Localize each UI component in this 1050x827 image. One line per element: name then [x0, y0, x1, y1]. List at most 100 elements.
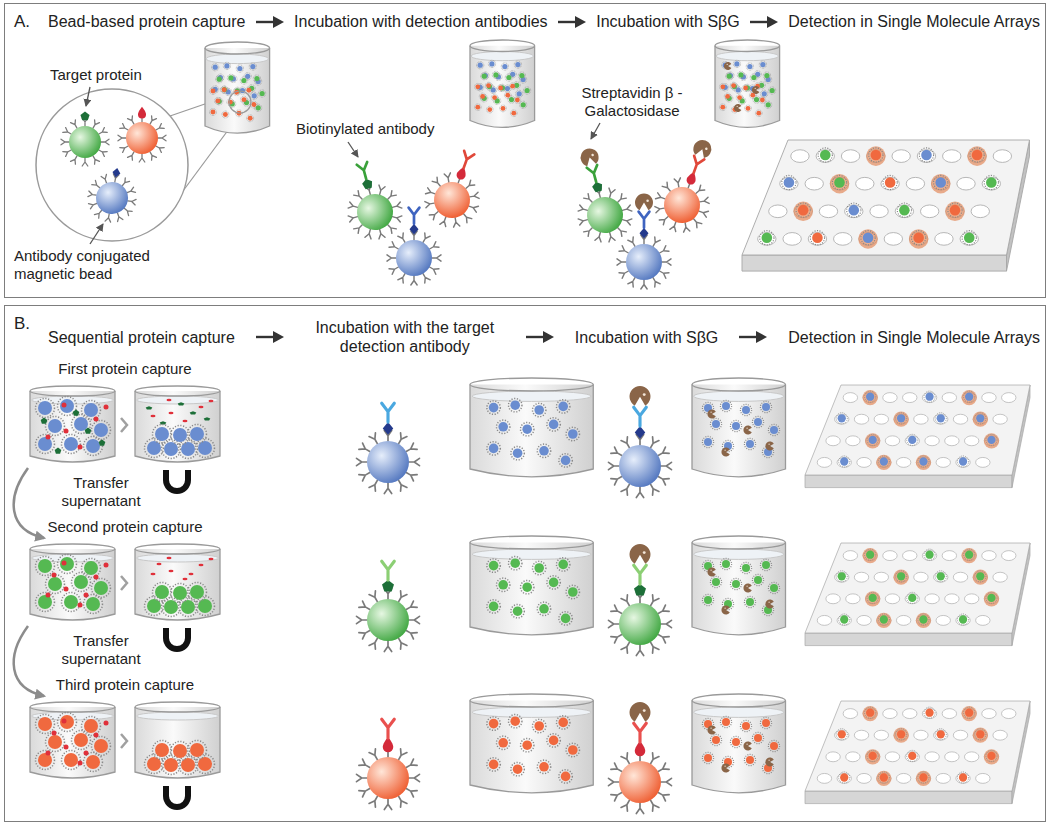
capture-row — [634, 723, 647, 742]
callout-label: Antibody conjugated magnetic bead — [14, 247, 164, 283]
simoa-array — [832, 175, 846, 189]
sample-beaker — [205, 42, 270, 133]
capture-row — [121, 734, 127, 748]
step-arrow — [575, 16, 586, 28]
capture-row — [30, 702, 115, 778]
zoom-inset — [61, 112, 109, 166]
simoa-array — [847, 203, 861, 217]
zoom-inset — [36, 89, 188, 241]
transfer-label: Transfer supernatant — [52, 474, 150, 510]
capture-row — [635, 426, 646, 439]
capture-row — [609, 702, 672, 813]
step-arrow — [543, 331, 554, 343]
leader-arrow — [348, 142, 358, 157]
sample-beaker — [470, 40, 535, 127]
simoa-array — [818, 148, 832, 162]
capture-row — [166, 470, 188, 491]
capture-row — [135, 702, 220, 778]
capture-row — [30, 536, 1030, 656]
capture-row — [357, 431, 420, 494]
capture-row — [805, 543, 1030, 646]
simoa-array — [948, 203, 962, 217]
simoa-array — [984, 175, 998, 189]
capture-row — [609, 593, 672, 656]
bead-complex — [617, 193, 671, 289]
bead-complex — [691, 138, 714, 160]
bead-complex — [336, 143, 495, 285]
simoa-array — [919, 148, 933, 162]
step-arrow — [526, 330, 554, 344]
capture-row — [135, 386, 220, 462]
simoa-array — [970, 148, 984, 162]
simoa-array — [931, 174, 951, 194]
capture-row — [36, 397, 111, 456]
capture-row — [382, 561, 395, 580]
bead-complex — [689, 156, 705, 175]
capture-row — [357, 561, 420, 651]
capture-row — [707, 568, 715, 577]
step-heading: Detection in Single Molecule Arrays — [788, 12, 1040, 31]
simoa-array — [742, 140, 1030, 271]
sample-beaker — [715, 40, 780, 127]
capture-row — [765, 758, 773, 767]
step-arrow — [750, 20, 769, 22]
capture-row — [383, 422, 394, 435]
simoa-array — [962, 231, 976, 245]
simoa-array — [858, 229, 878, 249]
bead-complex — [417, 165, 486, 234]
capture-row — [765, 442, 773, 451]
bead-complex — [357, 162, 372, 180]
bead-complex — [455, 165, 468, 180]
step-arrow — [767, 16, 778, 28]
capture-row — [145, 425, 215, 459]
bead-complex — [336, 156, 408, 245]
bead-complex — [685, 170, 698, 185]
transfer-arrow — [14, 468, 44, 538]
step-arrow — [256, 20, 275, 22]
step-arrow — [739, 330, 767, 344]
capture-row — [357, 403, 420, 493]
capture-row — [487, 398, 580, 467]
sample-beaker — [722, 60, 772, 97]
simoa-array — [760, 231, 774, 245]
step-arrow — [526, 336, 545, 338]
bead-complex — [591, 181, 603, 193]
bead-complex — [639, 212, 650, 228]
zoom-inset — [61, 118, 109, 166]
capture-row — [805, 543, 1030, 646]
zoom-inset — [138, 107, 146, 119]
simoa-array — [830, 174, 850, 194]
step-arrow — [256, 15, 284, 29]
capture-row — [470, 378, 593, 477]
capture-row — [634, 584, 646, 595]
capture-row — [121, 576, 127, 590]
zoom-inset — [84, 170, 140, 226]
capture-row — [30, 694, 1030, 814]
step-heading: Bead-based protein capture — [48, 12, 245, 31]
simoa-array — [782, 175, 796, 189]
capture-row — [707, 410, 715, 419]
capture-row — [702, 400, 779, 457]
simoa-array — [869, 148, 883, 162]
capture-row — [487, 714, 580, 783]
simoa-array — [883, 175, 897, 189]
transfer-arrow — [14, 626, 44, 696]
capture-row — [630, 544, 651, 564]
sample-beaker — [477, 60, 527, 97]
step-arrow — [756, 331, 767, 343]
bead-complex — [409, 208, 420, 224]
step-arrow — [256, 330, 284, 344]
step-heading: Incubation with the target detection ant… — [305, 318, 505, 356]
capture-row — [836, 548, 999, 628]
sample-beaker — [470, 40, 535, 127]
capture-row — [30, 386, 115, 462]
step-heading: Sequential protein capture — [48, 328, 235, 347]
panel-frame: A. — [4, 3, 1046, 298]
row-label: First protein capture — [58, 360, 191, 378]
bead-complex — [410, 224, 419, 235]
bead-complex — [417, 143, 494, 234]
capture-row — [382, 719, 395, 738]
capture-row — [721, 606, 729, 615]
zoom-inset — [118, 107, 166, 162]
sample-beaker — [209, 86, 257, 121]
